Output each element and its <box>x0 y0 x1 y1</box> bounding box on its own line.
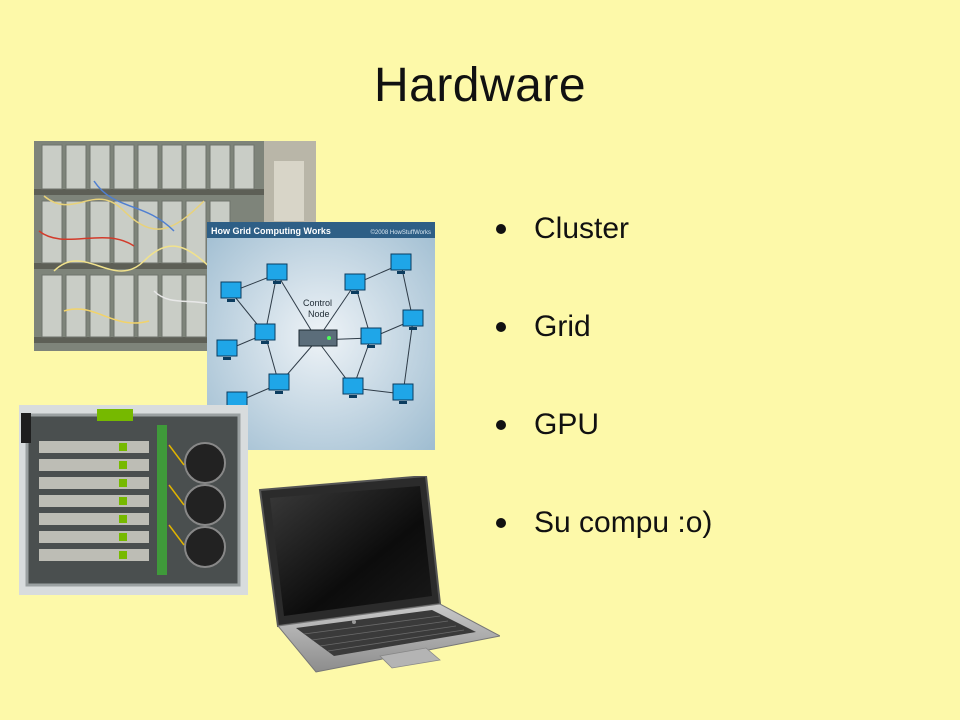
bullet-item-gpu: GPU <box>496 396 712 494</box>
grid-copyright: ©2008 HowStuffWorks <box>370 229 431 236</box>
slide-title: Hardware <box>373 59 587 112</box>
bullet-item-cluster: Cluster <box>496 200 712 298</box>
bullet-list: Cluster Grid GPU Su compu :o) <box>496 200 712 592</box>
gpu-server-photo <box>19 405 248 595</box>
laptop-photo <box>256 476 500 681</box>
bullet-text: Cluster <box>534 212 630 245</box>
control-node-label-2: Node <box>308 309 330 319</box>
bullet-dot-icon <box>496 224 506 234</box>
bullet-dot-icon <box>496 518 506 528</box>
bullet-text: Grid <box>534 310 591 343</box>
bullet-text: GPU <box>534 408 600 441</box>
bullet-item-su-compu: Su compu :o) <box>496 494 712 592</box>
control-node-label-1: Control <box>303 298 332 308</box>
bullet-item-grid: Grid <box>496 298 712 396</box>
bullet-dot-icon <box>496 420 506 430</box>
bullet-dot-icon <box>496 322 506 332</box>
bullet-text: Su compu :o) <box>534 506 713 539</box>
grid-caption: How Grid Computing Works <box>211 226 331 236</box>
